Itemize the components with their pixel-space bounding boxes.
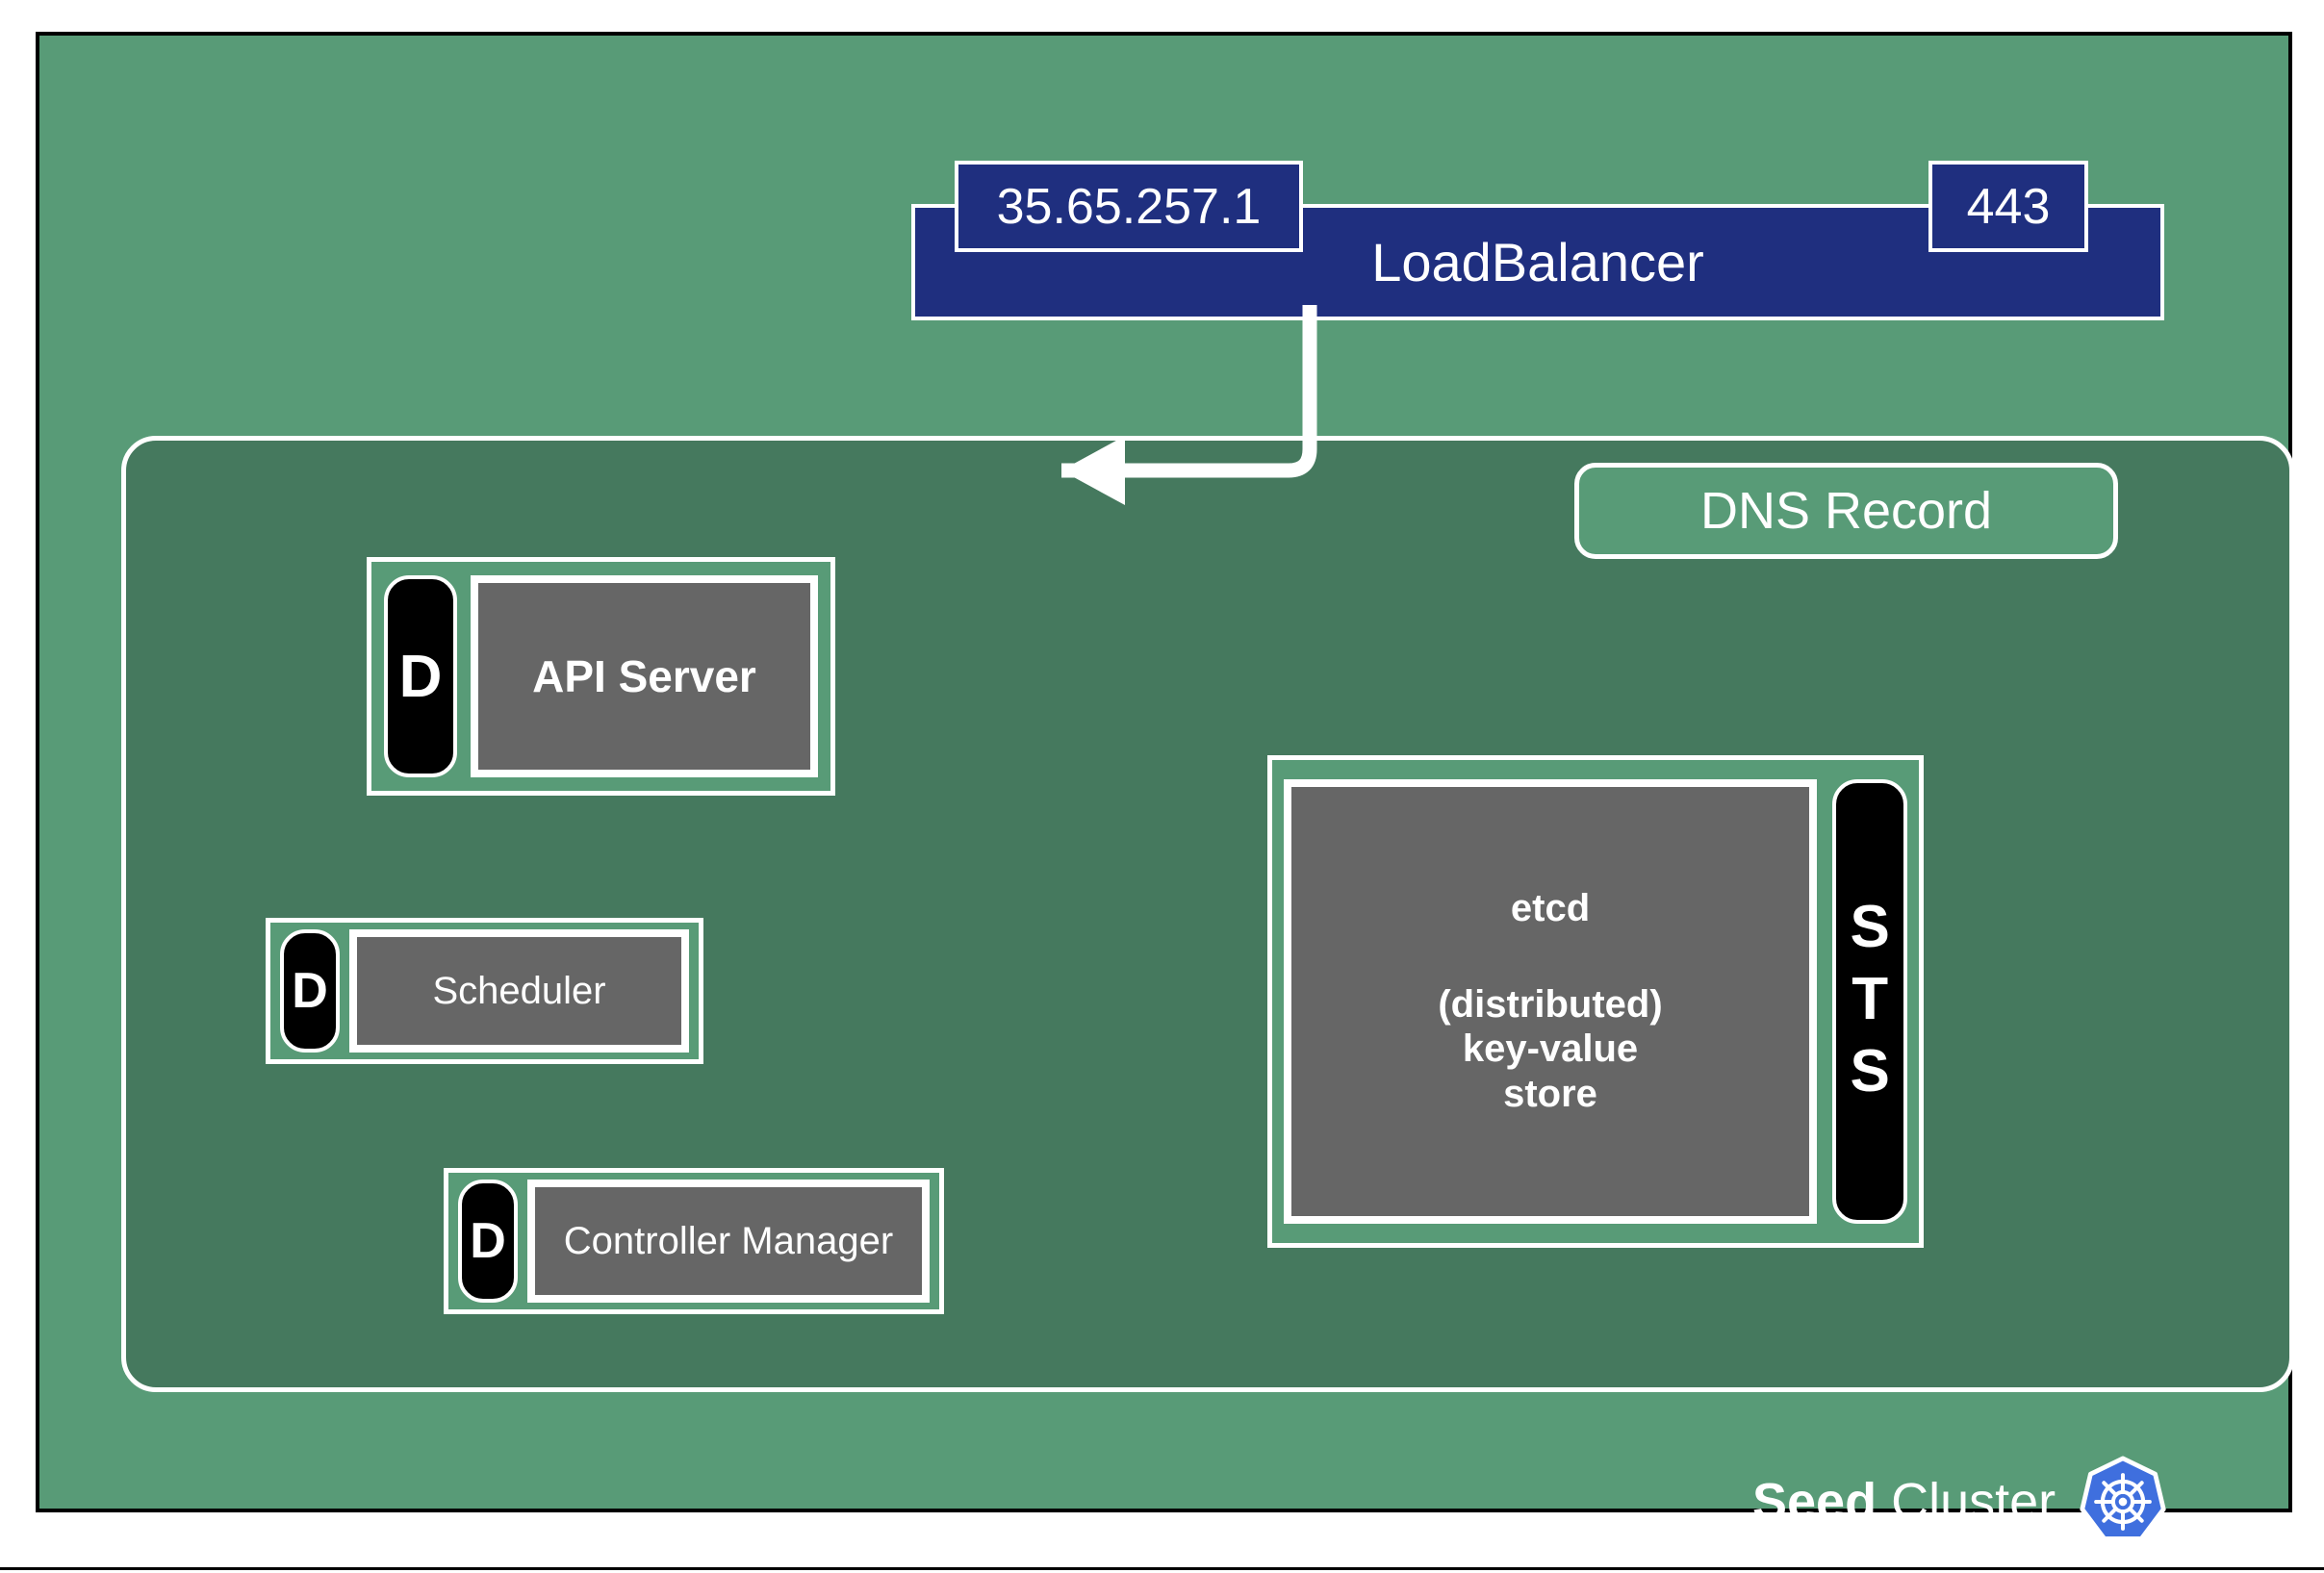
etcd-description-line-2: key-value [1462,1028,1639,1071]
loadbalancer-port-value: 443 [1966,178,2051,235]
api-server-pod-wrapper: API Server [471,575,818,777]
slide-frame: DNS Record D API Server D Scheduler D Co… [36,32,2294,1541]
workload-kind-badge-deployment: D [280,929,340,1053]
scheduler-container: Scheduler [353,933,685,1049]
dns-record-box[interactable]: DNS Record [1574,463,2118,559]
seed-cluster-title-rest: Cluster [1877,1473,2056,1531]
seed-cluster-title: Seed Cluster [1752,1472,2056,1532]
etcd-description-line-3: store [1503,1072,1597,1115]
workload-kind-badge-deployment: D [458,1180,518,1303]
workload-kind-badge-deployment: D [384,575,457,777]
etcd-container: etcd (distributed) key-value store [1288,783,1813,1220]
component-scheduler[interactable]: D Scheduler [266,918,703,1064]
etcd-label: etcd [1510,886,1591,929]
loadbalancer-port-chip[interactable]: 443 [1928,161,2088,252]
api-server-container: API Server [474,579,814,774]
api-server-label: API Server [532,651,756,701]
kubernetes-wheel-icon [2080,1456,2166,1541]
controller-manager-container: Controller Manager [531,1183,926,1299]
component-controller-manager[interactable]: D Controller Manager [444,1168,944,1314]
component-api-server[interactable]: D API Server [367,557,835,796]
controller-manager-label: Controller Manager [563,1219,894,1262]
seed-cluster-title-strong: Seed [1752,1473,1877,1531]
slide-bottom-rule [0,1567,2324,1570]
workload-kind-badge-statefulset: STS [1832,779,1907,1224]
seed-cluster-footer: Seed Cluster [1752,1456,2169,1548]
controller-manager-pod-wrapper: Controller Manager [527,1180,930,1303]
scheduler-pod-wrapper: Scheduler [349,929,689,1053]
loadbalancer-ip-chip[interactable]: 35.65.257.1 [955,161,1303,252]
etcd-pod-wrapper: etcd (distributed) key-value store [1284,779,1817,1224]
etcd-description-line-1: (distributed) [1438,982,1663,1026]
scheduler-label: Scheduler [432,969,606,1012]
loadbalancer-ip-value: 35.65.257.1 [996,178,1262,235]
loadbalancer-label: LoadBalancer [1371,231,1704,292]
dns-record-label: DNS Record [1699,482,1993,540]
component-etcd[interactable]: etcd (distributed) key-value store STS [1267,755,1924,1248]
